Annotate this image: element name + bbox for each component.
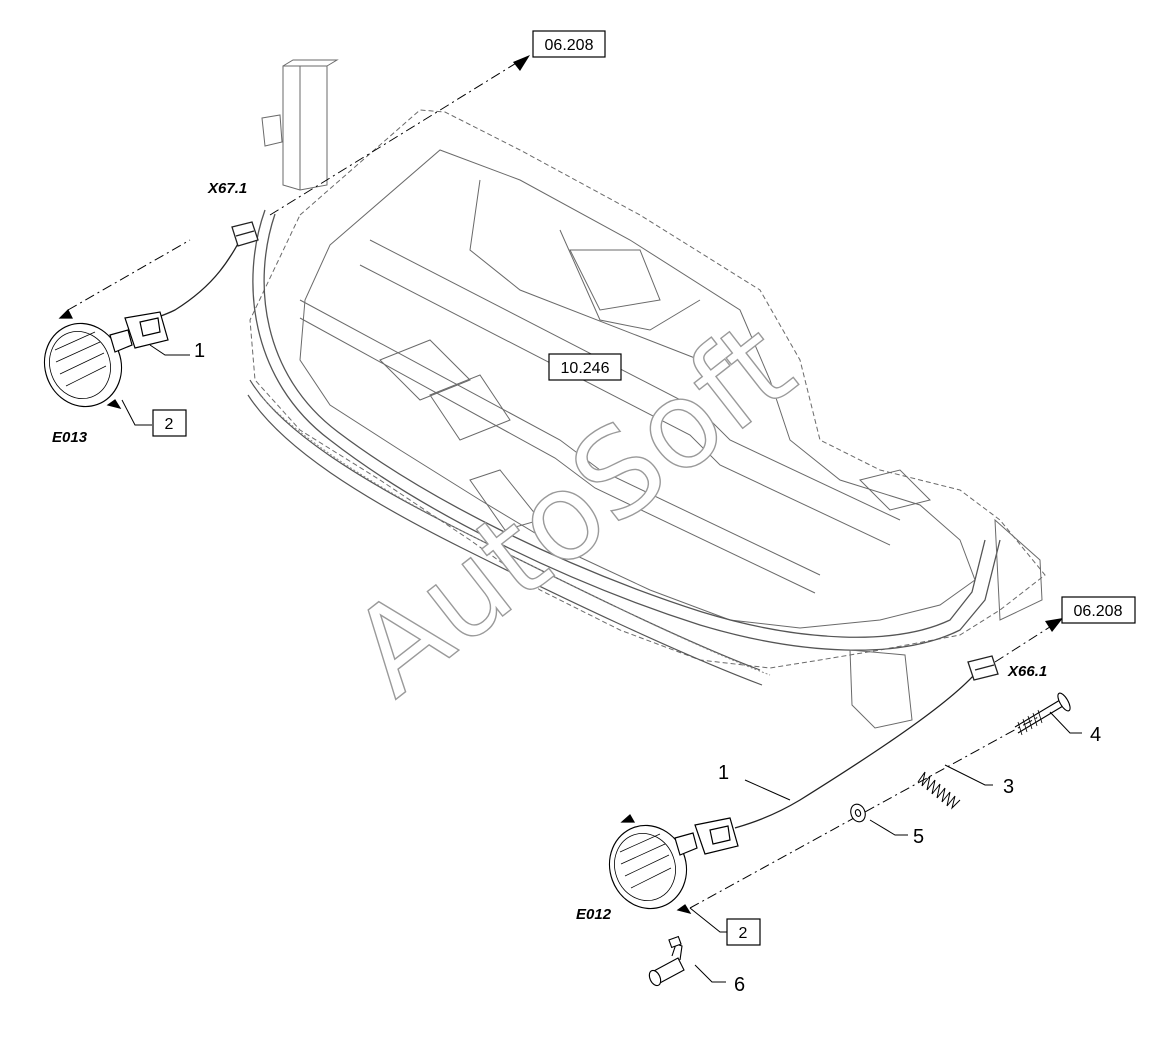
leader-lines — [67, 61, 1082, 983]
arrow-top — [513, 55, 530, 71]
ref-top-label: 06.208 — [545, 37, 594, 54]
lamp-right — [608, 814, 739, 914]
callout-2-left-box: 2 — [152, 409, 187, 437]
connector-x67-label: X67.1 — [207, 180, 247, 197]
bolt — [1014, 692, 1071, 736]
spring — [917, 771, 961, 810]
chassis-frame — [247, 59, 1046, 729]
callout-1-right: 1 — [718, 762, 729, 784]
callout-2-right: 2 — [739, 925, 748, 942]
arrow-right — [1045, 618, 1063, 632]
lamp-left-label: E013 — [52, 429, 88, 446]
harness — [149, 221, 999, 829]
callout-2-left: 2 — [165, 416, 174, 433]
ref-box-right: 06.208 — [1061, 596, 1136, 624]
lamp-right-label: E012 — [576, 906, 612, 923]
ref-box-top: 06.208 — [532, 30, 606, 58]
lamp-left — [43, 308, 169, 409]
washer — [850, 803, 866, 823]
connector-x66-label: X66.1 — [1007, 663, 1047, 680]
ref-right-label: 06.208 — [1074, 603, 1123, 620]
ref-center-label: 10.246 — [561, 360, 610, 377]
callout-3: 3 — [1003, 776, 1014, 798]
callout-1-left: 1 — [194, 340, 205, 362]
ref-box-center: 10.246 — [548, 353, 622, 381]
bulb — [648, 935, 685, 987]
callout-4: 4 — [1090, 724, 1101, 746]
callout-5: 5 — [913, 826, 924, 848]
callout-2-right-box: 2 — [726, 918, 761, 946]
callout-6: 6 — [734, 974, 745, 996]
